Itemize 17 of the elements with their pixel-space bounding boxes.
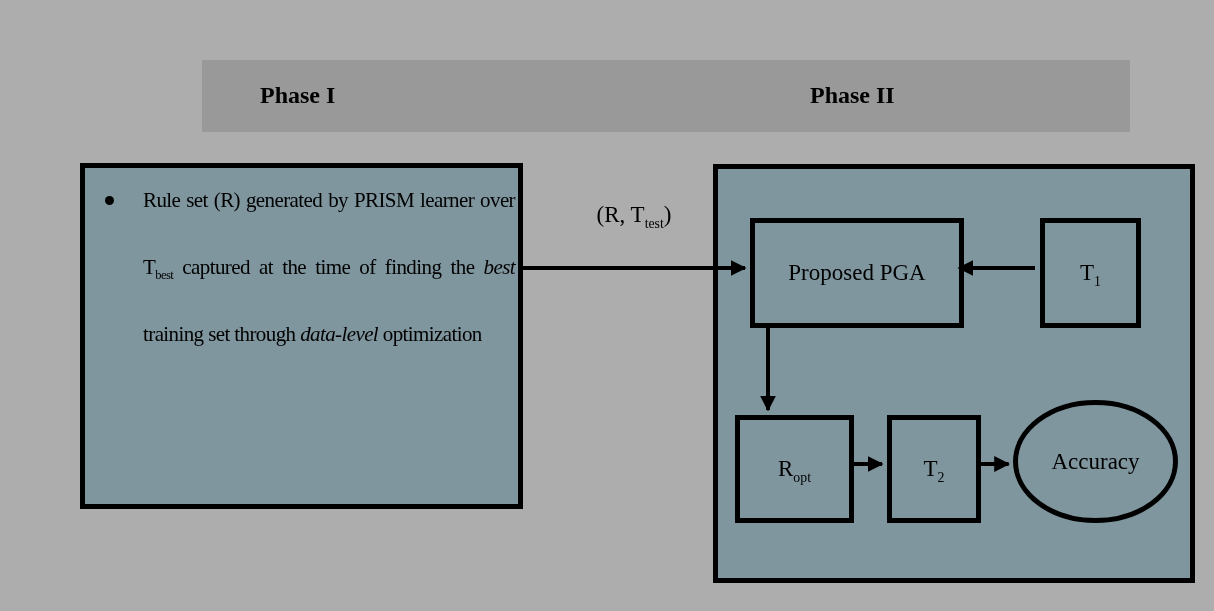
process-box	[80, 163, 523, 509]
node-label: Accuracy	[1051, 448, 1140, 475]
phase-heading: Phase I	[260, 82, 336, 109]
process-box	[750, 218, 964, 328]
description-text: Rule set (R) generated by PRISM learner over T$_{best}$ captured at the time of finding the best training set through data-level optimization	[143, 187, 515, 348]
phase-panel	[713, 164, 1195, 583]
node-label: Proposed PGA	[788, 260, 926, 286]
process-box	[887, 415, 981, 523]
phase-heading: Phase II	[810, 82, 895, 109]
arrow	[957, 260, 1035, 276]
node-label: T$_{2}$	[923, 456, 945, 482]
arrow	[523, 260, 747, 276]
result-ellipse	[1013, 400, 1178, 523]
process-box	[735, 415, 854, 523]
edge-label: (R, T$_{test}$)	[596, 202, 672, 228]
node-label: T$_{1}$	[1080, 260, 1101, 286]
process-box	[1040, 218, 1141, 328]
